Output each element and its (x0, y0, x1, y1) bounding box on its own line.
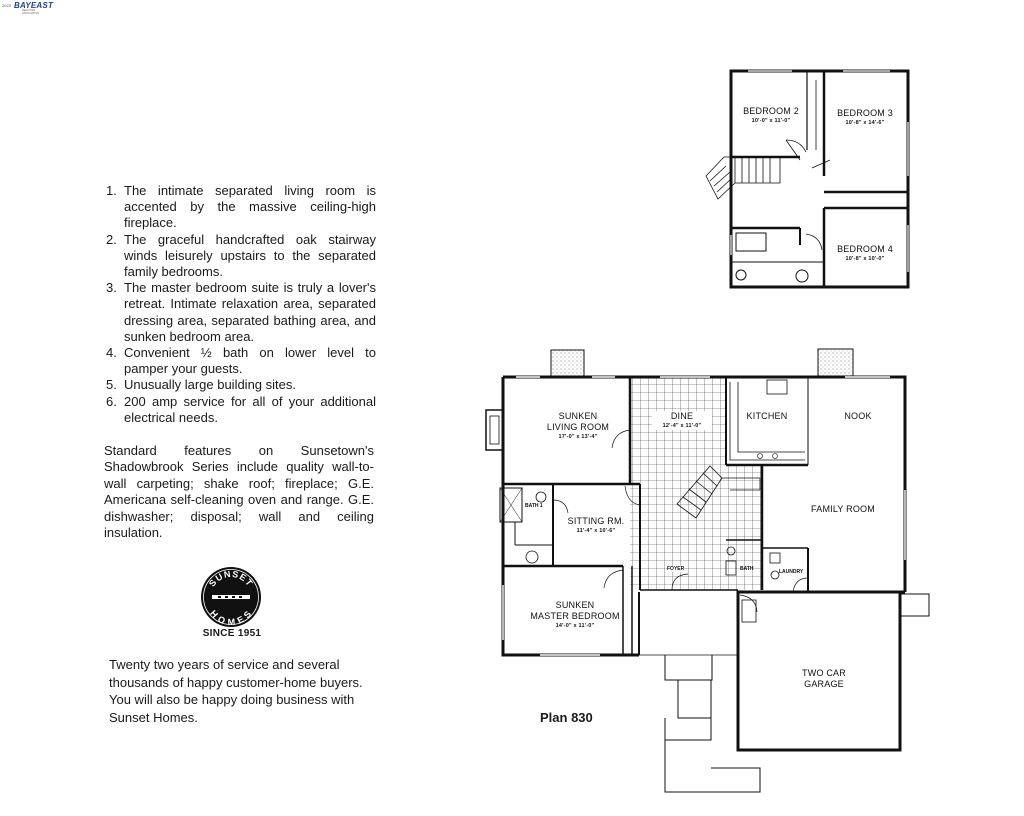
sunset-homes-seal: SUNSET HOMES (201, 567, 261, 627)
feature-text: Unusually large building sites. (124, 377, 296, 393)
feature-item: 2. The graceful handcrafted oak stairway … (106, 232, 376, 281)
room-dimensions: 12'-4" x 11'-0" (662, 423, 702, 429)
feature-text: The graceful handcrafted oak stairway wi… (124, 231, 376, 280)
feature-number: 1. (106, 183, 117, 198)
feature-list: 1. The intimate separated living room is … (106, 183, 376, 426)
brand-logo: 2023 BAYEAST REALTORS ASSOCIATION (2, 1, 53, 15)
room-name: SITTING RM. (567, 516, 625, 526)
room-name: BEDROOM 2 (743, 106, 799, 116)
room-sunken-master-bedroom: SUNKEN MASTER BEDROOM 14'-0" x 11'-0" (526, 600, 624, 630)
feature-text: Convenient ½ bath on lower level to pamp… (124, 345, 376, 377)
room-sunken-living-room: SUNKEN LIVING ROOM 17'-0" x 13'-4" (538, 411, 618, 441)
room-bath: BATH (740, 566, 754, 572)
feature-text: 200 amp service for all of your addition… (124, 393, 376, 425)
room-dimensions: 10'-8" x 14'-6" (845, 120, 885, 126)
room-dimensions: 10'-0" x 11'-0" (751, 118, 791, 124)
room-name: FAMILY ROOM (811, 504, 875, 514)
brand-name: BAYEAST (14, 1, 54, 10)
room-name: SUNKEN (555, 600, 595, 610)
since-label: SINCE 1951 (202, 628, 262, 639)
feature-text: The master bedroom suite is truly a love… (124, 280, 376, 344)
room-laundry: LAUNDRY (779, 569, 804, 575)
room-bedroom-4: BEDROOM 4 10'-8" x 10'-0" (828, 244, 902, 263)
room-dimensions: 11'-4" x 10'-6" (576, 528, 616, 534)
room-nook: NOOK (836, 411, 880, 422)
room-name: LIVING ROOM (546, 422, 610, 432)
feature-text: The intimate separated living room is ac… (124, 183, 376, 231)
feature-number: 6. (106, 393, 117, 409)
room-name: SUNKEN (558, 411, 598, 421)
feature-item: 1. The intimate separated living room is … (106, 183, 376, 232)
room-name: KITCHEN (746, 411, 788, 421)
room-name: MASTER BEDROOM (530, 611, 620, 621)
feature-number: 3. (106, 280, 117, 296)
room-name: NOOK (844, 411, 872, 421)
room-sitting-room: SITTING RM. 11'-4" x 10'-6" (558, 516, 634, 535)
room-bedroom-3: BEDROOM 3 10'-8" x 14'-6" (828, 108, 902, 127)
feature-item: 6. 200 amp service for all of your additi… (106, 394, 376, 426)
standard-features: Standard features on Sunsetown's Shadowb… (104, 443, 374, 541)
room-kitchen: KITCHEN (742, 411, 792, 422)
room-bedroom-2: BEDROOM 2 10'-0" x 11'-0" (736, 106, 806, 125)
room-name: BEDROOM 4 (837, 244, 893, 254)
feature-item: 3. The master bedroom suite is truly a lo… (106, 280, 376, 345)
room-name: BEDROOM 3 (837, 108, 893, 118)
feature-item: 5. Unusually large building sites. (106, 377, 376, 393)
upper-floor (705, 69, 910, 289)
room-foyer: FOYER (667, 566, 685, 572)
feature-number: 4. (106, 345, 117, 361)
room-dimensions: 14'-0" x 11'-0" (555, 623, 595, 629)
room-two-car-garage: TWO CAR GARAGE (786, 668, 862, 690)
feature-number: 2. (106, 231, 117, 247)
room-dimensions: 17'-0" x 13'-4" (558, 434, 598, 440)
room-bath-1: BATH 1 (525, 503, 543, 509)
room-dine: DINE 12'-4" x 11'-0" (652, 411, 712, 430)
brand-tagline: REALTORS ASSOCIATION (22, 9, 39, 15)
room-family-room: FAMILY ROOM (800, 504, 886, 515)
feature-item: 4. Convenient ½ bath on lower level to pa… (106, 345, 376, 377)
room-dimensions: 10'-8" x 10'-0" (845, 256, 885, 262)
brand-prefix: 2023 (2, 3, 11, 8)
room-name: DINE (670, 411, 694, 421)
closing-paragraph: Twenty two years of service and several … (109, 657, 363, 725)
room-name: TWO CAR (802, 668, 846, 678)
room-name: GARAGE (804, 679, 844, 689)
plan-label: Plan 830 (540, 710, 593, 725)
feature-number: 5. (106, 377, 117, 393)
